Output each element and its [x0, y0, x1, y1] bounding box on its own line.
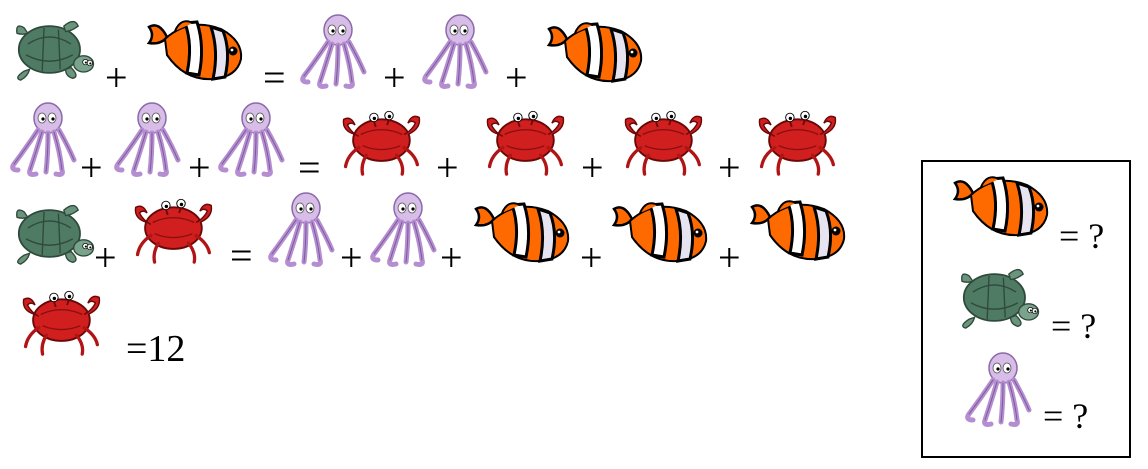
clownfish-icon — [610, 196, 710, 268]
turtle-question: = ? — [1051, 306, 1097, 346]
plus-sign: + — [581, 145, 604, 190]
octopus-question: = ? — [1043, 396, 1089, 436]
octopus-icon — [216, 100, 286, 180]
plus-sign: + — [436, 145, 459, 190]
crab-icon — [130, 192, 215, 268]
octopus-icon — [298, 12, 368, 92]
clownfish-icon — [748, 194, 848, 266]
plus-sign: + — [718, 235, 741, 280]
crab-icon — [338, 104, 423, 180]
crab-icon — [754, 104, 839, 180]
answer-box: = ? = ? = ? — [921, 160, 1131, 458]
octopus-icon — [8, 100, 78, 180]
plus-sign: + — [105, 55, 128, 100]
octopus-icon — [420, 12, 490, 92]
plus-sign: + — [718, 145, 741, 190]
crab-value: =12 — [126, 328, 186, 370]
octopus-icon — [266, 190, 336, 270]
equals-sign: = — [263, 55, 286, 100]
turtle-icon — [8, 196, 98, 271]
plus-sign: + — [580, 235, 603, 280]
clownfish-icon — [145, 14, 245, 86]
octopus-icon — [963, 350, 1033, 430]
turtle-icon — [953, 260, 1043, 335]
plus-sign: + — [505, 55, 528, 100]
crab-icon — [620, 104, 705, 180]
plus-sign: + — [94, 235, 117, 280]
plus-sign: + — [340, 235, 363, 280]
clownfish-icon — [951, 170, 1051, 242]
clownfish-icon — [472, 196, 572, 268]
crab-icon — [18, 284, 103, 360]
equals-sign: = — [298, 145, 321, 190]
crab-icon — [482, 104, 567, 180]
clownfish-question: = ? — [1059, 216, 1105, 256]
plus-sign: + — [383, 55, 406, 100]
octopus-icon — [112, 100, 182, 180]
plus-sign: + — [440, 235, 463, 280]
plus-sign: + — [80, 145, 103, 190]
clownfish-icon — [545, 16, 645, 88]
equals-sign: = — [230, 233, 253, 278]
plus-sign: + — [188, 145, 211, 190]
turtle-icon — [8, 12, 98, 87]
octopus-icon — [368, 190, 438, 270]
